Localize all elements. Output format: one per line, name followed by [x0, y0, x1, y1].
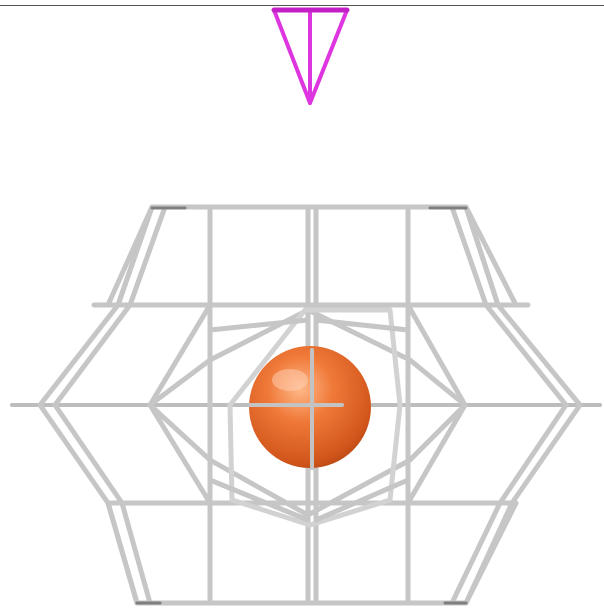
tetrahedron-marker [274, 10, 347, 103]
top-border-line [0, 5, 604, 6]
